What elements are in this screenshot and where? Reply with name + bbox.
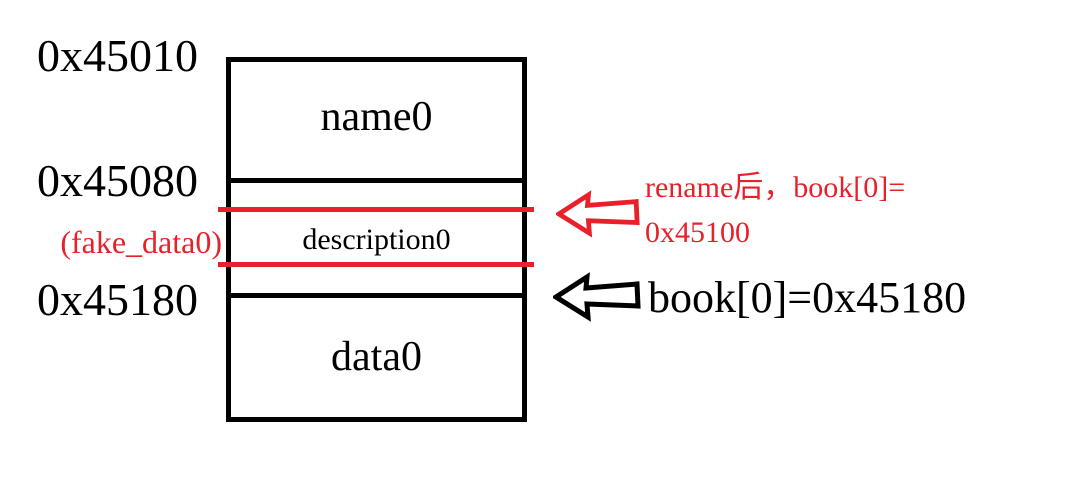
fake-chunk-top-line: [218, 207, 534, 212]
fake-chunk-bottom-line: [218, 262, 534, 267]
chunk-divider-0x45080: [229, 178, 524, 183]
black-annotation-text: book[0]=0x45180: [648, 273, 967, 322]
block-label-data0: data0: [331, 334, 422, 380]
block-label-name0: name0: [320, 94, 433, 140]
chunk-divider-0x45180: [229, 293, 524, 298]
red-left-arrow-icon: [556, 190, 640, 238]
red-annotation-line2: 0x45100: [645, 216, 750, 249]
block-label-description0: description0: [302, 223, 451, 256]
fake-data0-label: (fake_data0): [60, 224, 222, 260]
address-label-0x45010: 0x45010: [37, 30, 198, 81]
memory-box-outline: [226, 57, 527, 422]
address-label-0x45180: 0x45180: [37, 274, 198, 325]
black-left-arrow-icon: [553, 272, 641, 322]
address-label-0x45080: 0x45080: [37, 155, 198, 206]
red-annotation-text: rename后，book[0]= 0x45100: [645, 165, 905, 255]
red-annotation-line1: rename后，book[0]=: [645, 171, 906, 204]
